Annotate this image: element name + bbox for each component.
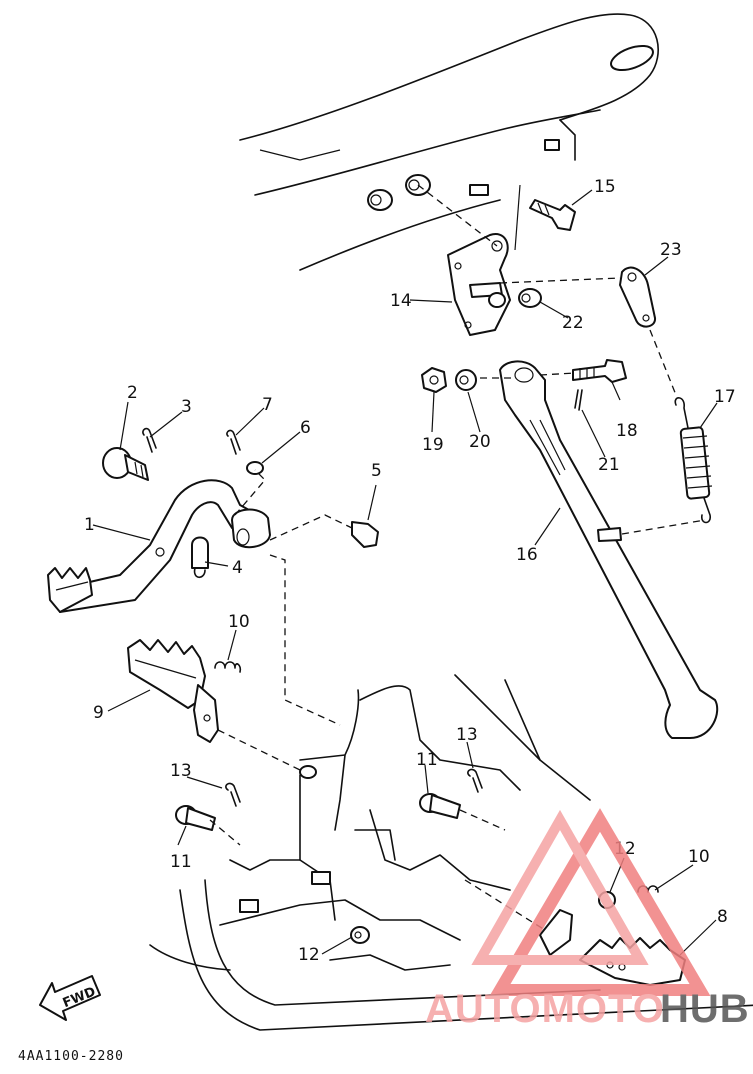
callout-10-left: 10 — [228, 612, 250, 632]
footrest-assembly-lines — [209, 729, 506, 846]
stand-bracket — [417, 184, 521, 336]
stand-pivot-bolt — [572, 359, 627, 383]
diagram-code: 4AA1100-2280 — [18, 1049, 124, 1064]
callout-4: 4 — [232, 558, 243, 578]
callout-17: 17 — [714, 387, 736, 407]
callout-11-right: 11 — [416, 750, 438, 770]
footrest-spring-left — [214, 661, 242, 673]
stand-bracket-bolt — [529, 199, 576, 231]
pivot-cotter-pin — [142, 427, 157, 453]
pedal-cotter-pin — [226, 429, 241, 455]
callout-21: 21 — [598, 455, 620, 475]
callout-19: 19 — [422, 435, 444, 455]
footrest-left — [127, 639, 219, 743]
callout-11-left: 11 — [170, 852, 192, 872]
callout-5: 5 — [371, 461, 382, 481]
callout-1: 1 — [84, 515, 95, 535]
pedal-washer — [246, 461, 264, 475]
callout-numbers: 1 2 3 4 5 6 7 8 9 10 10 11 11 12 12 13 1… — [84, 177, 736, 965]
callout-13-right: 13 — [456, 725, 478, 745]
callout-12-left: 12 — [298, 945, 320, 965]
callout-3: 3 — [181, 397, 192, 417]
forward-direction-arrow: FWD — [39, 975, 101, 1021]
stand-washer — [455, 369, 477, 391]
watermark-triangle-icon — [489, 808, 711, 996]
callout-6: 6 — [300, 418, 311, 438]
footrest-pin-left — [175, 805, 216, 831]
stand-nut — [421, 367, 447, 393]
pedal-clevis-pin — [351, 521, 379, 548]
callout-9: 9 — [93, 703, 104, 723]
brake-pedal-pivot — [102, 447, 149, 481]
callout-22: 22 — [562, 313, 584, 333]
spring-plate — [499, 266, 656, 328]
pedal-pin — [191, 536, 209, 579]
collar — [469, 282, 542, 308]
frame-lower — [149, 674, 753, 1031]
watermark-logo: AUTOMOTO HUB — [425, 808, 750, 1031]
callout-14: 14 — [390, 291, 412, 311]
frame-bushings — [367, 174, 431, 211]
footrest-clip-left — [225, 782, 241, 807]
callout-20: 20 — [469, 432, 491, 452]
callout-13-left: 13 — [170, 761, 192, 781]
callout-23: 23 — [660, 240, 682, 260]
footrest-washer-left — [350, 926, 370, 944]
watermark-triangle-inner-icon — [471, 809, 649, 965]
frame-upper — [239, 13, 659, 271]
brake-pedal — [47, 479, 271, 613]
callout-7: 7 — [262, 395, 273, 415]
callout-10-right: 10 — [688, 847, 710, 867]
callout-2: 2 — [127, 383, 138, 403]
callout-16: 16 — [516, 545, 538, 565]
callout-15: 15 — [594, 177, 616, 197]
footrest-pin-right — [419, 793, 461, 819]
stand-spring — [597, 329, 713, 542]
callout-18: 18 — [616, 421, 638, 441]
stand-cotter-pin — [574, 389, 583, 411]
watermark-text-automoto: AUTOMOTO — [425, 987, 665, 1031]
side-stand — [480, 360, 719, 739]
footrest-clip-right — [467, 768, 483, 793]
callout-8: 8 — [717, 907, 728, 927]
pedal-assembly-lines — [234, 469, 353, 726]
watermark-text-hub: HUB — [660, 987, 750, 1031]
